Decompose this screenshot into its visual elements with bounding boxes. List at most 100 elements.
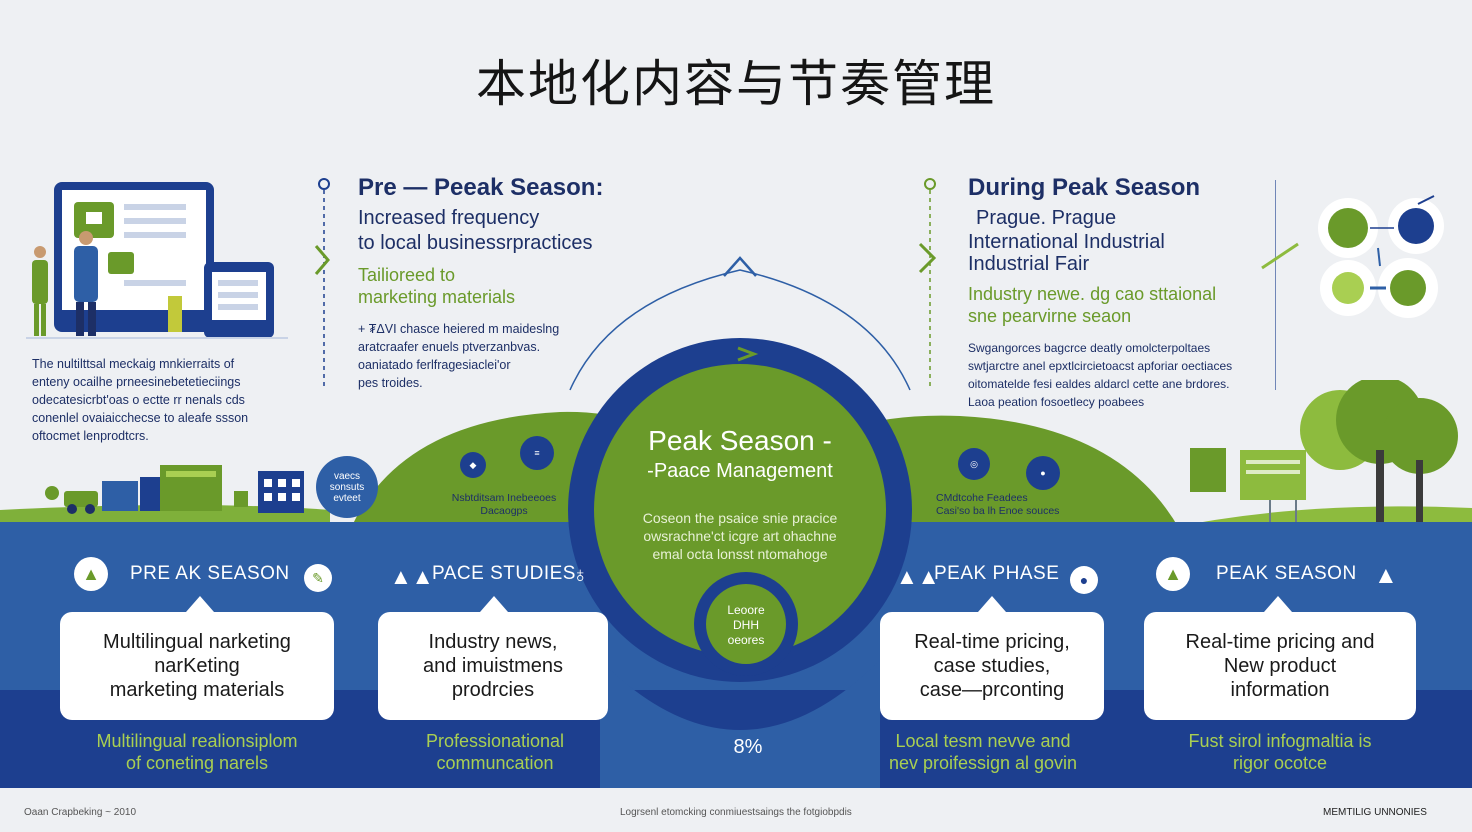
pre-peak-line: Increased frequency: [358, 207, 540, 229]
center-small: Coseon the psaice snie pracice: [642, 510, 838, 526]
hill-label-line: Casi'so ba lh Enoe souces: [936, 505, 1060, 517]
hill-label-left: Nsbtditsam Inebeeoes Dacaogps: [434, 492, 574, 518]
card-line: Industry news,: [428, 631, 558, 653]
trees-illustration: [1190, 380, 1458, 526]
footer-right: MEMTILIG UNNONIES: [1323, 807, 1427, 818]
people-icon: ▲▲: [896, 564, 940, 589]
bottom-caption-2: Professionational communcation: [378, 730, 612, 774]
hill-badge: ◎: [958, 448, 990, 480]
pre-peak-green: marketing materials: [358, 287, 516, 307]
card-line: Real-time pricing,: [914, 631, 1070, 653]
tab-pre-ak-season[interactable]: PRE AK SEASON: [130, 563, 290, 584]
info-badge: vaecs sonsuts evteet: [316, 456, 378, 518]
footer: [0, 788, 1472, 832]
paragraph-line: oftocmet lenprodtcrs.: [32, 429, 149, 443]
card-pace-studies: Industry news, and imuistmens prodrcies: [378, 612, 608, 720]
center-subtitle: -Paace Management: [647, 460, 833, 482]
hill-label-line: Nsbtditsam Inebeeoes: [451, 492, 557, 504]
inner-circle-line: Leoore: [727, 603, 765, 617]
card-line: case—prconting: [919, 679, 1065, 701]
during-peak-green: sne pearvirne seaon: [968, 306, 1132, 326]
pre-peak-small: pes troides.: [358, 376, 423, 390]
during-peak-block: During Peak Season Prague. Prague Intern…: [968, 174, 1268, 411]
pre-peak-small: aratcraafer enuels ptverzanbvas.: [358, 340, 541, 354]
center-small: emal octa lonsst ntomahoge: [652, 546, 828, 562]
card-line: New product: [1223, 655, 1337, 677]
peak-season-icon: ▲: [1156, 557, 1190, 591]
tab-peak-phase[interactable]: PEAK PHASE: [934, 563, 1060, 584]
center-text-block: Peak Season - -Paace Management Coseon t…: [600, 424, 880, 563]
footer-left: Oaan Crapbeking ~ 2010: [24, 807, 137, 818]
people-icon: ▲▲: [390, 564, 434, 589]
center-small: owsrachne'ct icgre art ohachne: [643, 528, 837, 544]
caption-line: Local tesm nevve and: [895, 731, 1071, 751]
pre-peak-heading: Pre — Peeak Season:: [358, 174, 604, 201]
during-peak-line: Industrial Fair: [968, 253, 1090, 275]
card-line: marketing materials: [109, 679, 285, 701]
timeline-marker-left: [314, 178, 330, 386]
divider: [1275, 180, 1276, 390]
caption-line: of coneting narels: [125, 753, 269, 773]
during-peak-heading: During Peak Season: [968, 174, 1201, 201]
inner-circle-text: Leoore DHH oeores: [706, 603, 786, 648]
chat-icon: ●: [1070, 566, 1098, 594]
central-circle: [568, 338, 912, 790]
card-line: prodrcies: [451, 679, 535, 701]
pre-peak-small: + ₮ΔVI chasce heiered m maideslng: [358, 322, 560, 336]
center-title: Peak Season -: [648, 425, 832, 456]
marketing-illustration: [26, 182, 288, 339]
card-pointer: [480, 596, 508, 612]
hill-label-line: CMdtcohe Feadees: [936, 492, 1028, 504]
paragraph-line: odecatesicrbt'oas o ectte rr nenals cds: [32, 393, 245, 407]
card-pre-season: Multilingual narketing narKeting marketi…: [60, 612, 334, 720]
icon-cluster: [1261, 195, 1444, 318]
tab-peak-season[interactable]: PEAK SEASON: [1216, 563, 1357, 584]
bottom-caption-3: Local tesm nevve and nev proifessign al …: [870, 730, 1096, 774]
hill-label-right: CMdtcohe Feadees Casi'so ba lh Enoe souc…: [936, 492, 1086, 518]
hill-badge: ●: [1026, 456, 1060, 490]
card-line: information: [1230, 679, 1330, 701]
hill-badge: ≡: [520, 436, 554, 470]
inner-circle-line: oeores: [727, 633, 765, 647]
lightbulb-icon: ✎: [304, 564, 332, 592]
card-pointer: [1264, 596, 1292, 612]
percent-label: 8%: [733, 736, 763, 758]
bag-icon: ▲: [1374, 562, 1398, 589]
lightbulb-icon: ♁: [572, 562, 589, 587]
hill-label-line: Dacaogps: [480, 505, 528, 517]
timeline-marker-right: [918, 178, 937, 386]
during-peak-small: Swgangorces bagcrce deatly omolcterpolta…: [968, 341, 1211, 355]
card-pointer: [978, 596, 1006, 612]
tab-pace-studies[interactable]: PACE STUDIES: [432, 563, 576, 584]
caption-line: Multilingual realionsiplom: [96, 731, 298, 751]
during-peak-small: swtjarctre anel epxtlcircietoacst apfori…: [968, 359, 1233, 373]
pre-peak-block: Pre — Peeak Season: Increased frequency …: [358, 174, 648, 392]
bottom-caption-1: Multilingual realionsiplom of coneting n…: [60, 730, 334, 774]
caption-line: rigor ocotce: [1232, 753, 1328, 773]
during-peak-line: International Industrial: [968, 231, 1165, 253]
caption-line: communcation: [436, 753, 554, 773]
during-peak-small: Laoa peation fosoetlecy poabees: [968, 395, 1145, 409]
inner-circle-line: DHH: [733, 618, 759, 632]
caption-line: Professionational: [425, 731, 565, 751]
card-pointer: [186, 596, 214, 612]
footer-center: Logrsenl etomcking conmiuestsaings the f…: [620, 807, 852, 818]
during-peak-small: oitomatelde fesi ealdes aldarcl cette an…: [968, 377, 1230, 391]
central-arc: [569, 256, 911, 391]
card-line: Real-time pricing and: [1185, 631, 1375, 653]
pre-peak-green: Tailioreed to: [358, 265, 456, 285]
card-line: and imuistmens: [422, 655, 564, 677]
paragraph-line: conenlel ovaiaicchecse to aleafe ssson: [32, 411, 249, 425]
hill-badge: ◆: [460, 452, 486, 478]
card-peak-season: Real-time pricing and New product inform…: [1144, 612, 1416, 720]
buildings-illustration: [45, 465, 304, 514]
caption-line: Fust sirol infogmaltia is: [1188, 731, 1372, 751]
pre-peak-line: to local businessrpractices: [358, 232, 593, 254]
during-peak-green: Industry newe. dg cao sttaional: [968, 284, 1217, 304]
page-title: 本地化内容与节奏管理: [476, 55, 996, 113]
pre-peak-small: oaniatado ferlfragesiaclei'or: [358, 358, 511, 372]
during-peak-line: Prague. Prague: [976, 207, 1117, 229]
bottom-caption-4: Fust sirol infogmaltia is rigor ocotce: [1144, 730, 1416, 774]
card-peak-phase: Real-time pricing, case studies, case—pr…: [880, 612, 1104, 720]
card-line: narKeting: [154, 655, 240, 677]
